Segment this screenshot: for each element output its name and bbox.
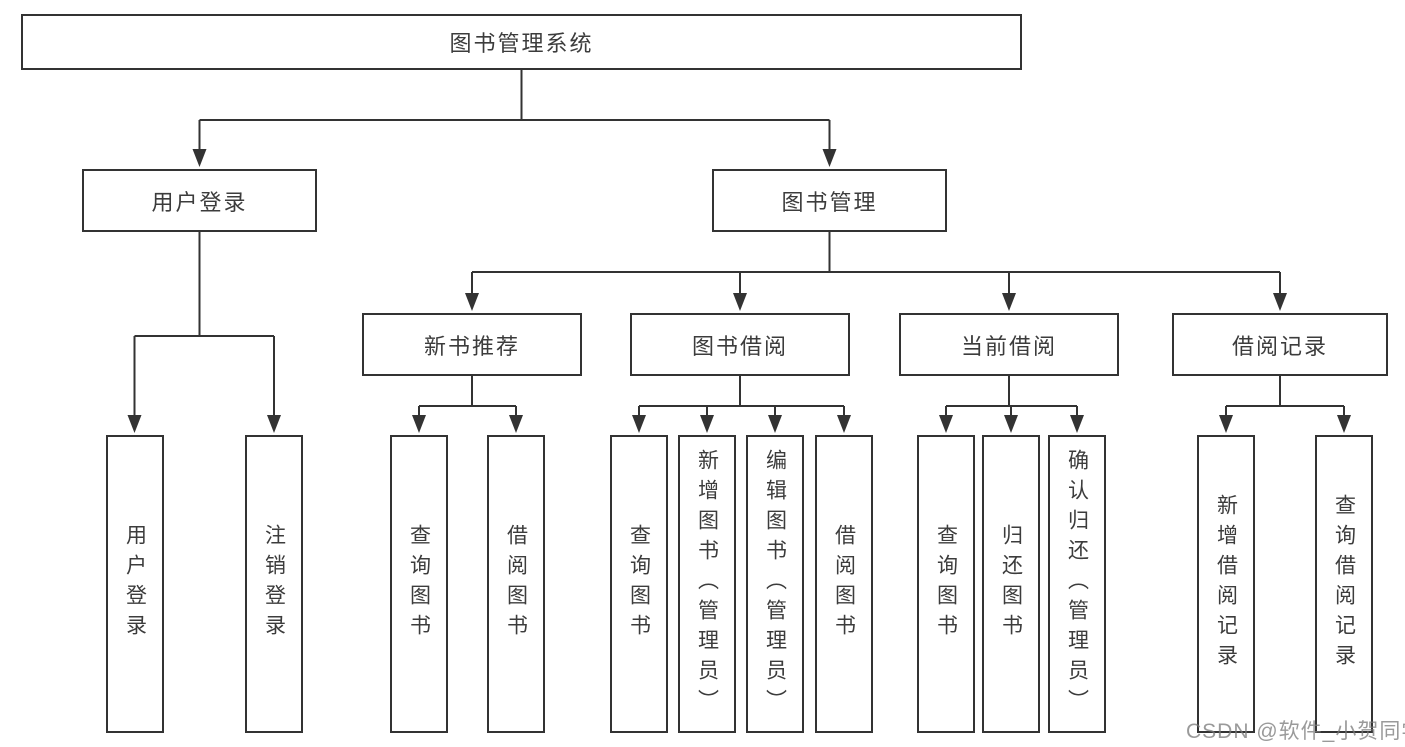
leaf-cb-return-book: 归还图书: [982, 435, 1040, 733]
leaf-logout: 注销登录: [245, 435, 303, 733]
node-current-borrowing: 当前借阅: [899, 313, 1119, 376]
node-library-management-system: 图书管理系统: [21, 14, 1022, 70]
node-book-management: 图书管理: [712, 169, 947, 232]
csdn-watermark: CSDN @软件_小贺同学: [1186, 720, 1405, 743]
leaf-cb-query-book: 查询图书: [917, 435, 975, 733]
leaf-user-login: 用户登录: [106, 435, 164, 733]
leaf-bb-borrow-book: 借阅图书: [815, 435, 873, 733]
leaf-br-query-record: 查询借阅记录: [1315, 435, 1373, 733]
node-user-login: 用户登录: [82, 169, 317, 232]
leaf-bb-add-book-admin: 新增图书（管理员）: [678, 435, 736, 733]
node-new-book-recommendation: 新书推荐: [362, 313, 582, 376]
leaf-bb-query-book: 查询图书: [610, 435, 668, 733]
node-book-borrowing: 图书借阅: [630, 313, 850, 376]
leaf-rec-query-book: 查询图书: [390, 435, 448, 733]
leaf-cb-confirm-return-admin: 确认归还（管理员）: [1048, 435, 1106, 733]
leaf-br-add-record: 新增借阅记录: [1197, 435, 1255, 733]
leaf-bb-edit-book-admin: 编辑图书（管理员）: [746, 435, 804, 733]
leaf-rec-borrow-book: 借阅图书: [487, 435, 545, 733]
node-borrowing-records: 借阅记录: [1172, 313, 1388, 376]
